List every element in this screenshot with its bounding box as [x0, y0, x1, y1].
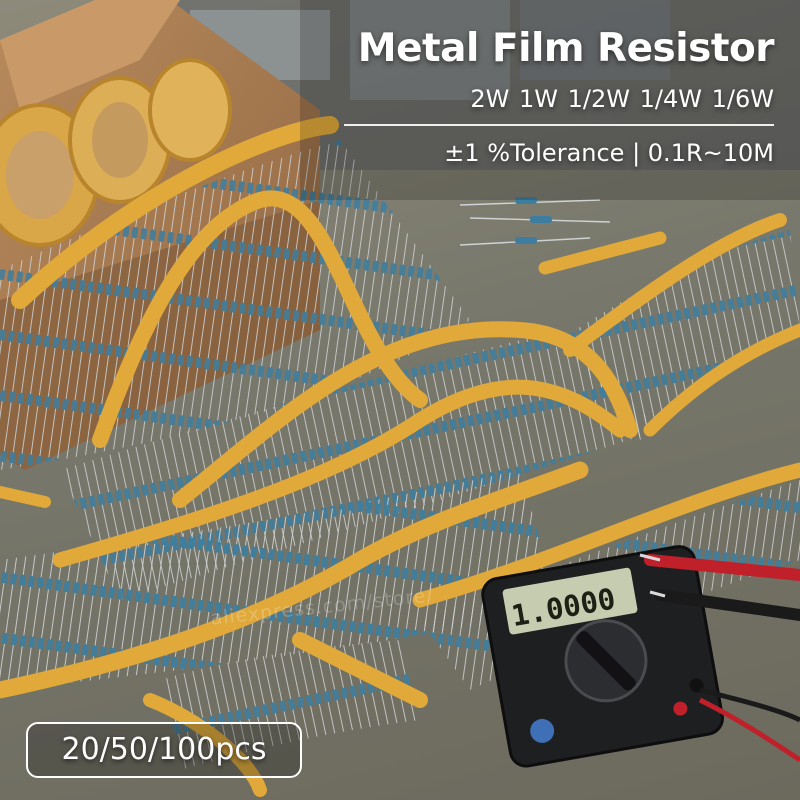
- probe-jack: [689, 678, 704, 693]
- heading-divider: [344, 124, 774, 126]
- storage-tray: [520, 0, 670, 80]
- cardboard-box-flap: [0, 0, 180, 110]
- tape-ribbon: [412, 462, 800, 608]
- probe-jack: [673, 701, 688, 716]
- tape-ribbon: [643, 323, 800, 437]
- product-title: Metal Film Resistor: [357, 26, 775, 71]
- multimeter: [481, 545, 724, 768]
- product-heading: Metal Film Resistor 2W 1W 1/2W 1/4W 1/6W…: [344, 26, 775, 168]
- resistor-reel: [148, 58, 232, 162]
- tape-ribbon: [143, 693, 267, 797]
- title-shade: [300, 0, 800, 200]
- resistor-reel: [6, 131, 74, 219]
- test-probes: [639, 553, 800, 763]
- tape-ribbon: [538, 231, 667, 275]
- loose-resistors: [459, 197, 611, 246]
- tape-ribbon: [92, 190, 428, 448]
- multimeter-display: [502, 567, 638, 635]
- quantity-badge: 20/50/100pcs: [26, 722, 302, 778]
- tape-ribbon: [0, 486, 51, 508]
- tape-ribbon: [52, 379, 628, 568]
- tolerance-range: ±1 %Tolerance | 0.1R~10M: [444, 139, 774, 167]
- tape-ribbon: [11, 116, 339, 309]
- resistor-reel: [92, 102, 148, 178]
- tape-ribbon: [172, 321, 638, 508]
- tape-ribbon: [0, 461, 589, 699]
- power-ratings: 2W 1W 1/2W 1/4W 1/6W: [470, 85, 774, 113]
- transistor-socket: [530, 718, 555, 743]
- tape-ribbon: [292, 632, 428, 708]
- tape-ribbon: [563, 213, 787, 357]
- storage-tray: [350, 0, 510, 100]
- tape-ribbons: [0, 116, 800, 797]
